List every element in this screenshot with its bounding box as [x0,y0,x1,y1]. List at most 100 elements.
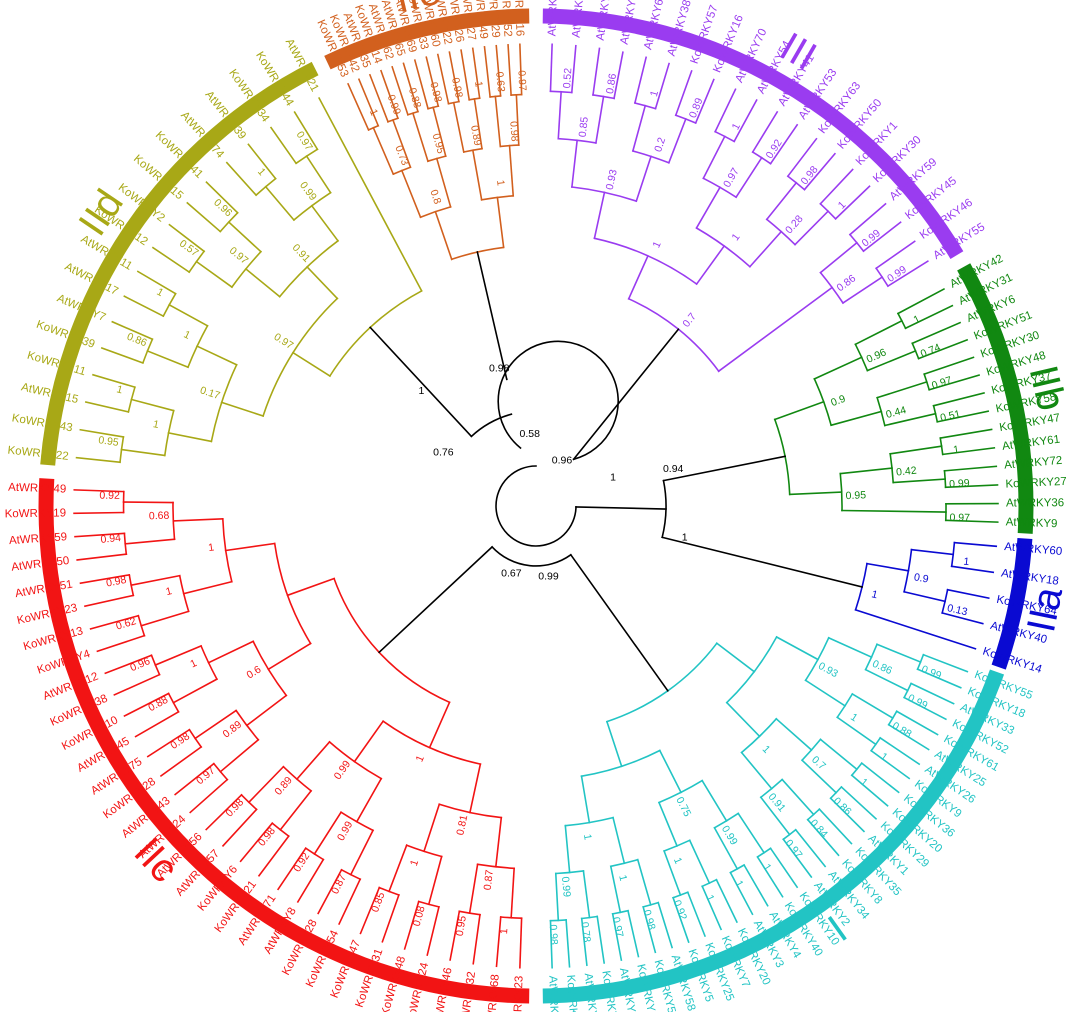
branch [580,917,588,967]
branch [800,759,838,794]
branch [841,275,884,305]
leaf-label: AtWRKY68 [485,974,502,1012]
branch [120,448,166,457]
support-value: 1 [115,383,124,396]
branch [694,78,715,125]
branch [427,855,443,906]
branch [432,106,447,158]
branch [781,778,815,816]
support-value: 1 [182,328,193,341]
support-value: 1 [367,107,380,117]
branch [864,668,909,692]
branch [134,710,180,738]
branch [866,562,910,572]
branch [207,640,255,664]
support-value: 0.91 [766,791,788,815]
branch [425,56,440,108]
branch [496,196,505,249]
branch [515,93,520,146]
branch [565,919,571,968]
branch [257,835,290,877]
leaf-label: KoWRKY43 [11,412,73,434]
branch [113,673,161,696]
branch [388,844,408,893]
branch [936,410,990,423]
branch [279,789,313,831]
branch [172,518,224,522]
branch [695,186,722,230]
branch [916,668,962,689]
leaf-label: AtWRKY59 [9,531,68,547]
support-value: 0.98 [105,574,128,590]
support-value: 0.96 [128,655,152,674]
branch [729,871,754,916]
support-value: 0.94 [100,532,122,546]
branch [910,548,955,556]
support-value: 1 [878,750,890,763]
branch [819,738,858,771]
branch [910,682,955,705]
leaf-label: AtWRKY51 [14,579,73,601]
leaf-label: KoWRKY13 [564,974,580,1012]
support-value: 0.95 [430,132,447,155]
branch [943,465,998,472]
branch [605,720,623,768]
branch [944,484,999,489]
support-value: 0.74 [919,341,943,360]
branch [612,816,626,865]
leaf-label: KoWRKY23 [16,602,79,627]
branch [400,169,422,219]
support-value: 0.98 [427,81,444,104]
support-value: 0.98 [256,825,278,849]
branch [154,644,203,667]
backbone-support: 0.67 [501,567,522,579]
branch [830,410,883,427]
branch [839,467,893,475]
support-value: 0.86 [831,795,854,818]
branch [886,260,929,288]
branch [318,96,423,292]
branch [167,431,213,443]
branch [631,104,647,152]
branch [317,868,343,915]
support-value: 0.52 [561,67,574,88]
branch [310,204,340,242]
support-value: 0.89 [468,124,483,146]
branch [836,716,877,746]
branch [702,135,726,180]
support-value: 1 [155,286,166,299]
support-value: 0.99 [297,179,319,203]
branch [674,69,693,117]
branch [296,858,325,903]
branch [305,155,332,194]
backbone-branch [572,328,680,461]
branch [205,793,243,831]
branch [713,826,739,870]
branch [759,796,791,836]
support-value: 1 [648,89,661,98]
branch [819,241,858,274]
leaf-label: AtWRKY50 [11,555,70,574]
leaf-label: AtWRKY29 [485,0,502,38]
support-value: 0.92 [99,490,120,502]
branch [570,44,577,94]
branch [743,863,769,907]
support-value: 1 [848,711,860,724]
branch [225,161,258,197]
leaf-label: AtWRKY61 [1002,434,1061,453]
branch [892,478,946,484]
clade-label-iia: IIa [1019,583,1071,636]
branch [756,855,784,898]
branch [124,538,176,545]
branch [436,53,450,105]
branch [75,456,121,464]
backbone-branch [369,326,473,438]
branch [74,532,126,538]
branch [923,356,975,376]
support-value: 0.89 [221,718,245,740]
leaf-label: AtWRKY72 [1004,455,1063,472]
clade-band-iic [38,478,530,1004]
branch [593,191,606,240]
branch [305,265,339,300]
